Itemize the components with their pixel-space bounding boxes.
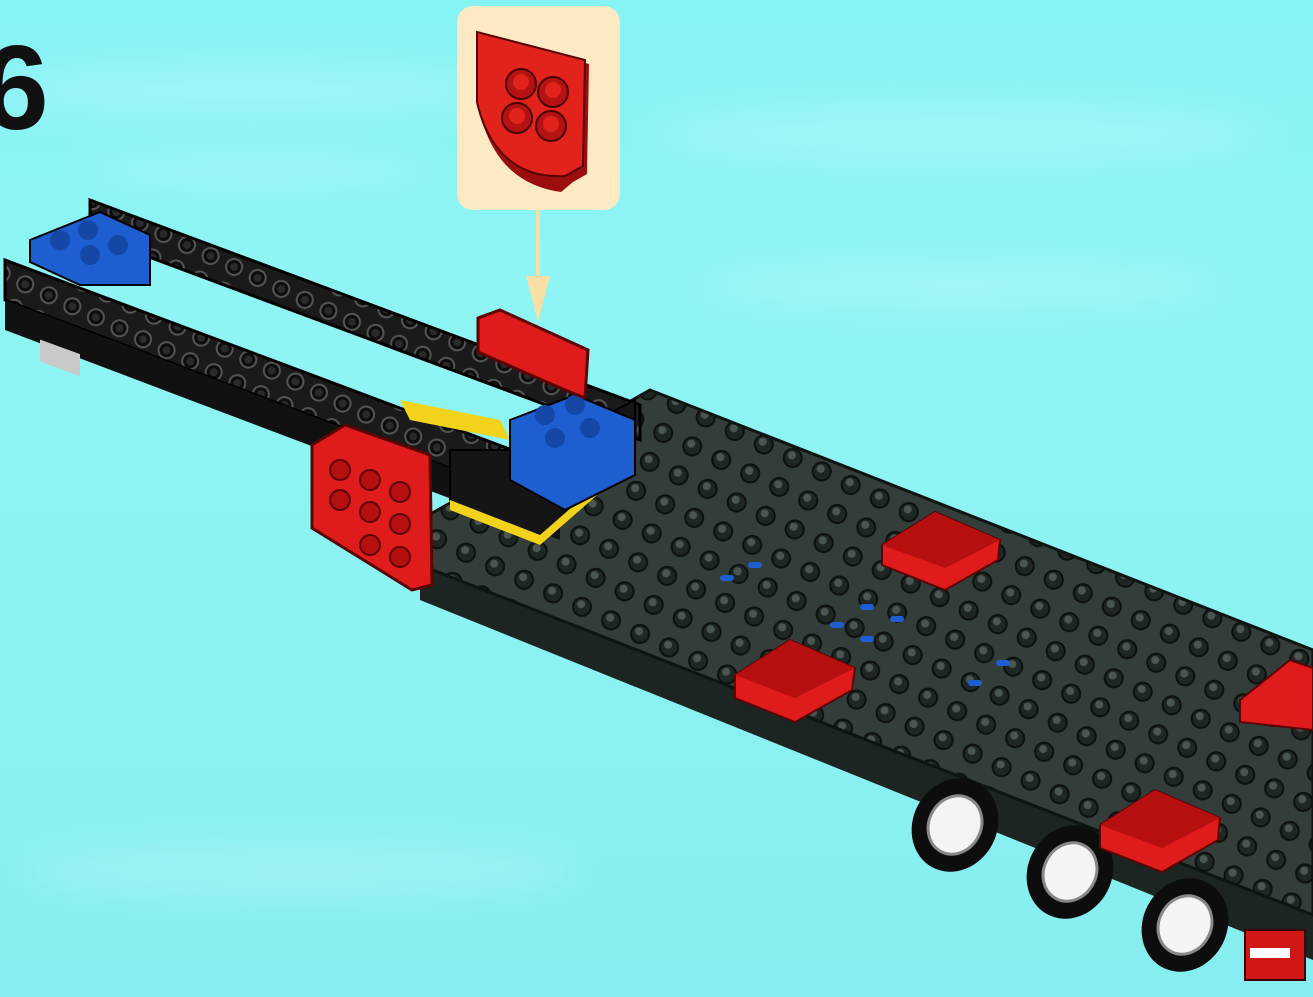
- rear-light: [1245, 930, 1305, 980]
- placement-arrow: [526, 210, 550, 322]
